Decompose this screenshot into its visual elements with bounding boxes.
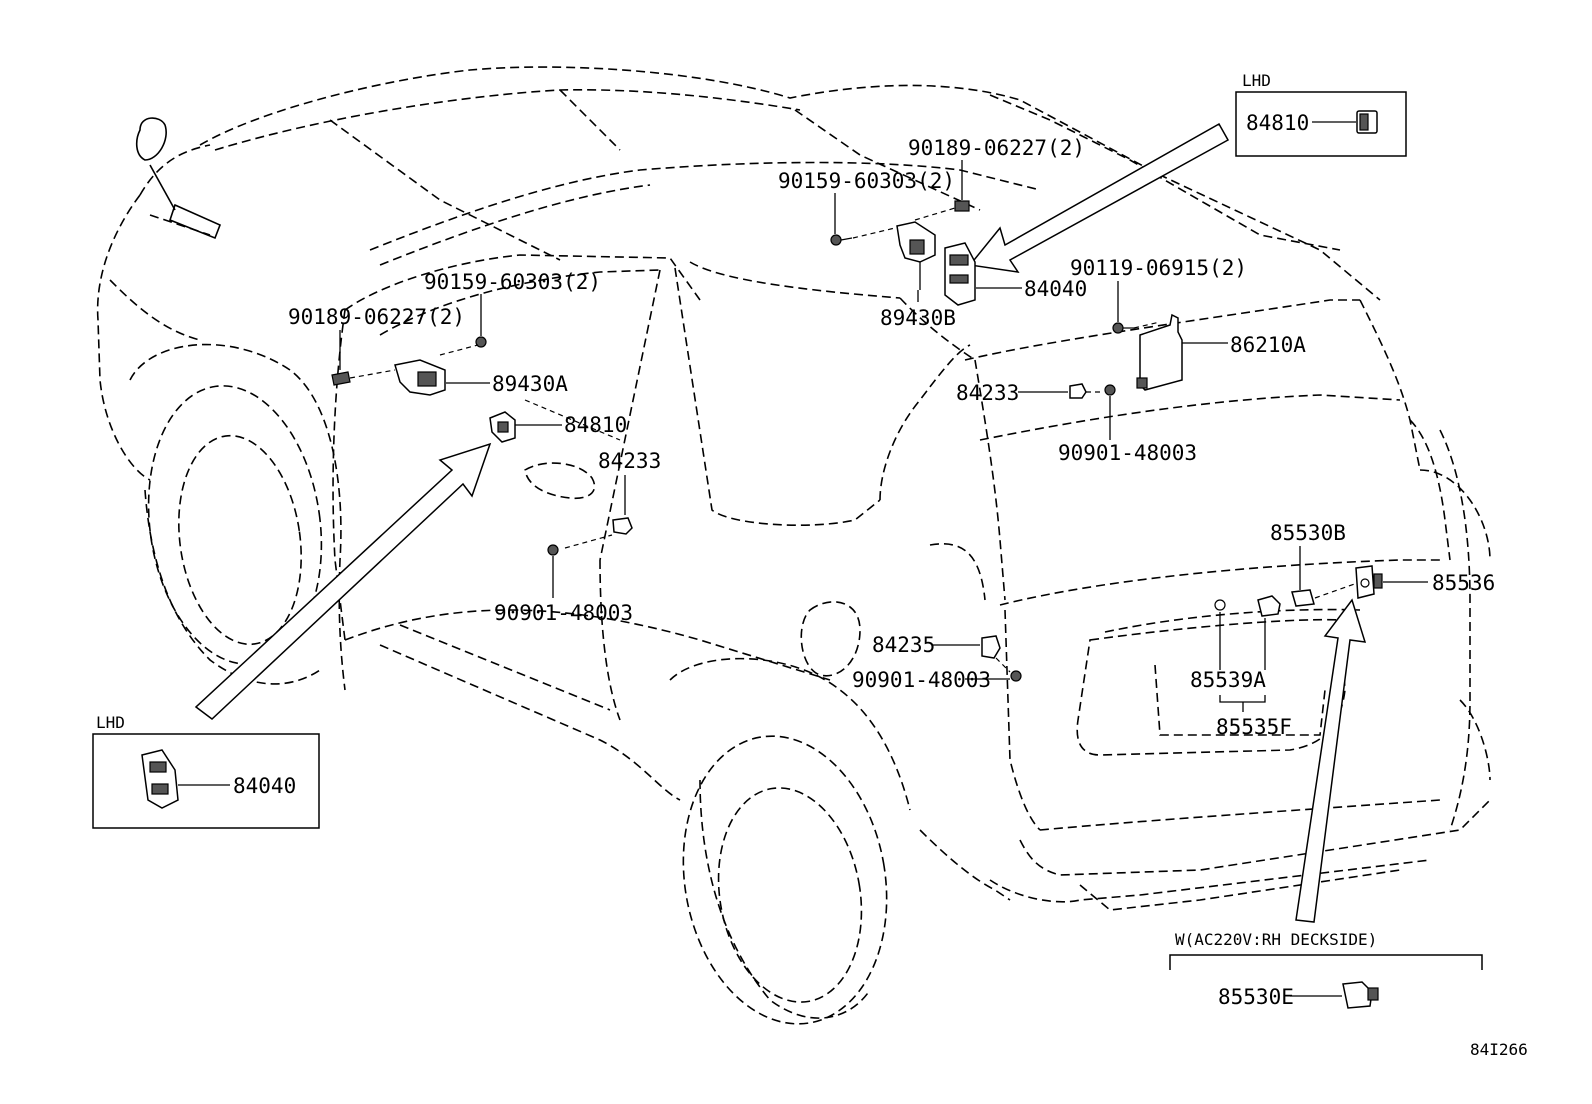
part-label-84233-left: 84233	[598, 449, 661, 473]
ac220v-group: W(AC220V:RH DECKSIDE) 85530E	[1169, 930, 1483, 1009]
screw-right-icon	[1104, 384, 1116, 396]
part-label-90189-06227-left: 90189-06227(2)	[288, 305, 465, 329]
switch-84810-left-icon	[489, 411, 516, 443]
lhd-box-left: LHD 84040	[92, 713, 320, 829]
part-label-85535f: 85535F	[1216, 715, 1292, 739]
part-label-90901-48003-mid: 90901-48003	[852, 668, 991, 692]
part-label-84810-left: 84810	[564, 413, 627, 437]
part-label-84040-box: 84040	[233, 774, 296, 798]
module-86210a-icon	[1136, 313, 1183, 391]
screw-door-icon	[547, 544, 559, 556]
vehicle-outline	[96, 66, 1491, 1025]
switch-84040-box-icon	[141, 749, 179, 809]
cover-85536-icon	[1355, 565, 1383, 599]
pointer-arrow-right	[1295, 598, 1367, 923]
clip-part-icon	[954, 200, 970, 212]
part-label-90159-60303-left: 90159-60303(2)	[424, 270, 601, 294]
part-label-85536: 85536	[1432, 571, 1495, 595]
connector-84233-left-icon	[612, 517, 633, 535]
part-label-90901-48003-left: 90901-48003	[494, 601, 633, 625]
switch-85530b-icon	[1291, 589, 1315, 607]
part-label-84040-top: 84040	[1024, 277, 1087, 301]
clip-left-icon	[331, 371, 351, 386]
part-label-90901-48003-right: 90901-48003	[1058, 441, 1197, 465]
screw-left-icon	[475, 336, 487, 348]
part-label-90159-60303-top: 90159-60303(2)	[778, 169, 955, 193]
lhd-box-top: LHD 84810	[1235, 71, 1407, 157]
ac220v-label: W(AC220V:RH DECKSIDE)	[1175, 930, 1377, 949]
part-label-89430a: 89430A	[492, 372, 568, 396]
connector-84235-icon	[981, 635, 1001, 659]
part-label-84233-right: 84233	[956, 381, 1019, 405]
screw-part-icon	[830, 234, 853, 246]
lhd-label-left: LHD	[96, 713, 125, 732]
pointer-arrow-left	[194, 442, 492, 720]
bulb-85539a-icon	[1214, 599, 1226, 611]
connector-84233-right-icon	[1069, 383, 1087, 399]
part-label-85530e: 85530E	[1218, 985, 1294, 1009]
sensor-89430a-icon	[394, 359, 446, 396]
part-label-90189-06227-top: 90189-06227(2)	[908, 136, 1085, 160]
figure-id: 84I266	[1470, 1040, 1528, 1059]
socket-85535f-icon	[1257, 595, 1281, 617]
screw-quarter-icon	[1010, 670, 1022, 682]
lhd-label-top: LHD	[1242, 71, 1271, 90]
part-label-84810-box: 84810	[1246, 111, 1309, 135]
part-label-89430b: 89430B	[880, 306, 956, 330]
pointer-arrow-top	[968, 122, 1230, 273]
switch-85530e-icon	[1342, 981, 1379, 1009]
switch-part-icon	[1356, 110, 1378, 134]
part-label-86210a: 86210A	[1230, 333, 1306, 357]
door-handle-outline	[524, 462, 596, 500]
sensor-89430b-icon	[896, 221, 936, 263]
bolt-part-icon	[1112, 322, 1134, 334]
part-label-85539a: 85539A	[1190, 668, 1266, 692]
switch-84040-top-icon	[944, 242, 976, 306]
part-label-90119-06915: 90119-06915(2)	[1070, 256, 1247, 280]
part-label-84235: 84235	[872, 633, 935, 657]
part-label-85530b: 85530B	[1270, 521, 1346, 545]
